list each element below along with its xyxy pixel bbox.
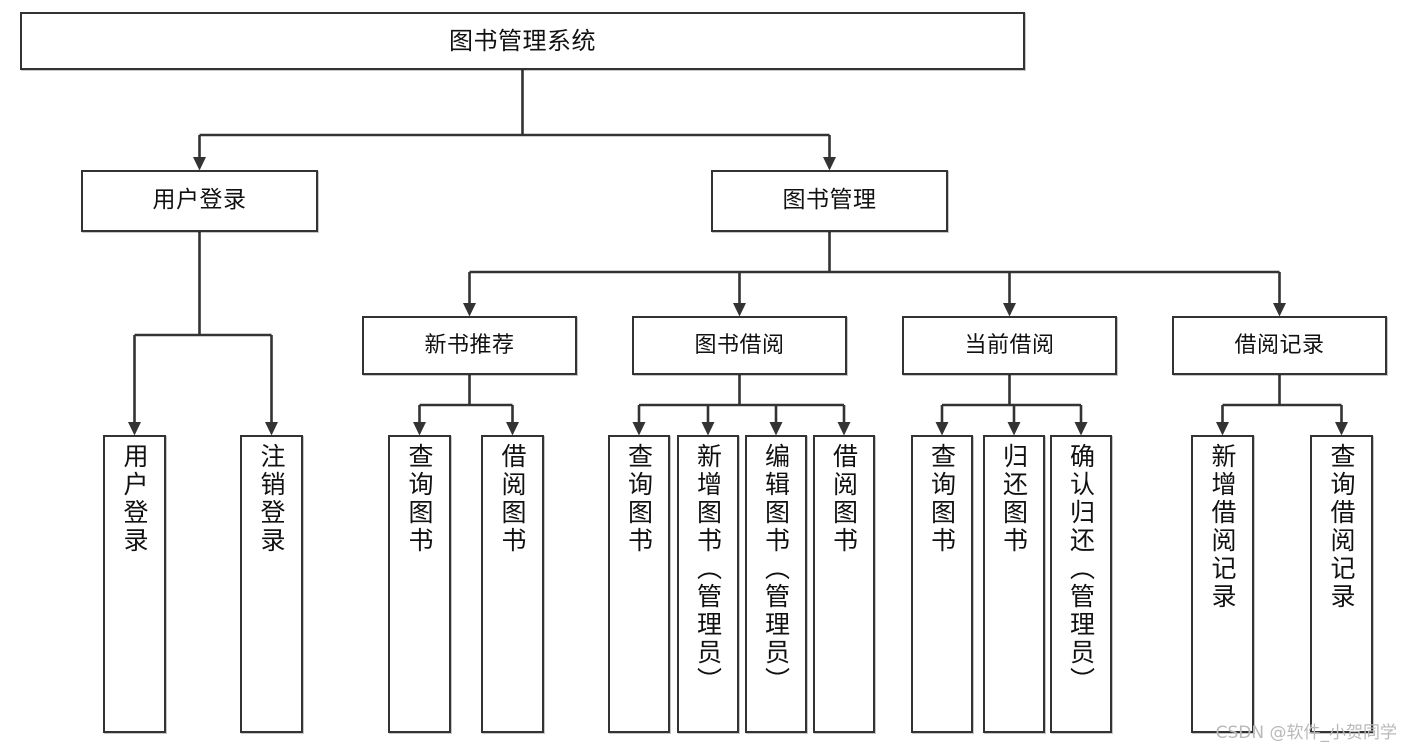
node-leaf-query-borrow-record-label: 查询借阅记录 bbox=[1327, 443, 1356, 611]
node-leaf-borrow-book-1-label: 借阅图书 bbox=[498, 443, 527, 555]
node-book-borrow[interactable]: 图书借阅 bbox=[632, 316, 847, 375]
node-leaf-borrow-book-2-label: 借阅图书 bbox=[829, 443, 859, 555]
node-leaf-borrow-book-2[interactable]: 借阅图书 bbox=[813, 435, 875, 733]
node-leaf-query-book-1-label: 查询图书 bbox=[405, 443, 434, 555]
node-current-borrow[interactable]: 当前借阅 bbox=[902, 316, 1117, 375]
node-user-login-label: 用户登录 bbox=[152, 187, 247, 214]
csdn-watermark: CSDN @软件_小贺同学 bbox=[1215, 723, 1397, 743]
node-leaf-confirm-return-admin-label: 确认归还（管理员） bbox=[1066, 443, 1096, 695]
node-new-book-recommend[interactable]: 新书推荐 bbox=[362, 316, 577, 375]
node-book-management-label: 图书管理 bbox=[782, 187, 877, 214]
node-leaf-confirm-return-admin[interactable]: 确认归还（管理员） bbox=[1050, 435, 1112, 733]
node-leaf-add-book-admin-label: 新增图书（管理员） bbox=[693, 443, 723, 695]
node-leaf-logout[interactable]: 注销登录 bbox=[240, 435, 303, 733]
node-leaf-query-book-3-label: 查询图书 bbox=[927, 443, 957, 555]
node-leaf-query-book-1[interactable]: 查询图书 bbox=[388, 435, 451, 733]
node-leaf-query-book-2-label: 查询图书 bbox=[624, 443, 654, 555]
node-book-management[interactable]: 图书管理 bbox=[711, 170, 948, 232]
node-leaf-return-book-label: 归还图书 bbox=[999, 443, 1029, 555]
node-root[interactable]: 图书管理系统 bbox=[20, 12, 1025, 70]
node-leaf-add-book-admin[interactable]: 新增图书（管理员） bbox=[677, 435, 739, 733]
node-leaf-borrow-book-1[interactable]: 借阅图书 bbox=[481, 435, 544, 733]
node-leaf-return-book[interactable]: 归还图书 bbox=[983, 435, 1045, 733]
node-leaf-add-borrow-record[interactable]: 新增借阅记录 bbox=[1191, 435, 1254, 733]
node-leaf-edit-book-admin-label: 编辑图书（管理员） bbox=[761, 443, 791, 695]
node-leaf-query-borrow-record[interactable]: 查询借阅记录 bbox=[1310, 435, 1373, 733]
node-borrow-record[interactable]: 借阅记录 bbox=[1172, 316, 1387, 375]
node-leaf-edit-book-admin[interactable]: 编辑图书（管理员） bbox=[745, 435, 807, 733]
node-leaf-user-login-label: 用户登录 bbox=[120, 443, 149, 555]
node-new-book-recommend-label: 新书推荐 bbox=[424, 332, 515, 358]
node-borrow-record-label: 借阅记录 bbox=[1234, 332, 1325, 358]
node-current-borrow-label: 当前借阅 bbox=[964, 332, 1055, 358]
node-leaf-query-book-2[interactable]: 查询图书 bbox=[608, 435, 670, 733]
node-leaf-user-login[interactable]: 用户登录 bbox=[103, 435, 166, 733]
node-leaf-add-borrow-record-label: 新增借阅记录 bbox=[1208, 443, 1237, 611]
node-root-label: 图书管理系统 bbox=[449, 26, 596, 55]
node-leaf-logout-label: 注销登录 bbox=[257, 443, 286, 555]
node-leaf-query-book-3[interactable]: 查询图书 bbox=[911, 435, 973, 733]
node-book-borrow-label: 图书借阅 bbox=[694, 332, 785, 358]
node-user-login[interactable]: 用户登录 bbox=[81, 170, 318, 232]
